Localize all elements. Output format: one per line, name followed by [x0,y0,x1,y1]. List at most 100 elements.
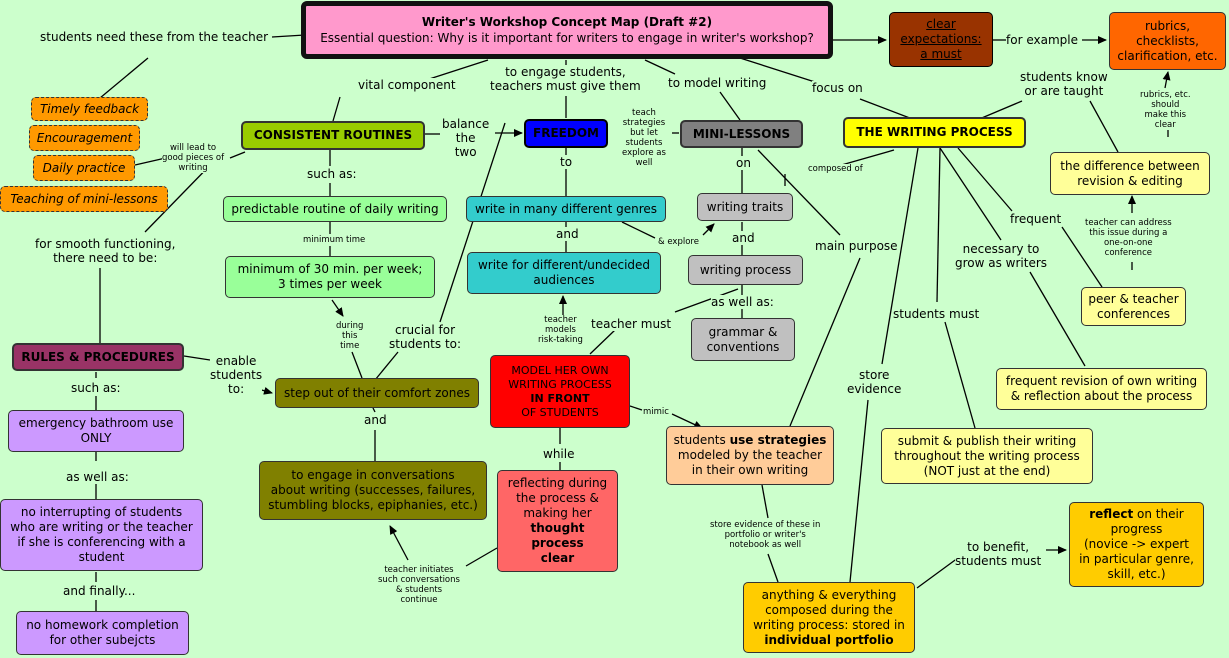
label-will-lead: will lead to good pieces of writing [162,143,225,173]
reflecting-line2: the process & [516,491,599,505]
peer-teacher-node: peer & teacher conferences [1081,287,1186,326]
grammar-line2: conventions [706,339,780,354]
rules-procedures-label: RULES & PROCEDURES [21,349,175,364]
portfolio-line3: writing process: stored in [753,617,905,632]
consistent-routines-node: CONSISTENT ROUTINES [241,121,425,150]
title-node: Writer's Workshop Concept Map (Draft #2)… [301,1,833,59]
encouragement-node: Encouragement [29,125,140,151]
rubrics-node: rubrics, checklists, clarification, etc. [1109,12,1226,70]
label-during-time: during this time [336,321,364,351]
submit-publish-line1: submit & publish their writing [897,433,1077,448]
label-teacher-models: teacher models risk-taking [538,315,583,345]
freedom-label: FREEDOM [533,126,599,140]
writing-process-sub-node: writing process [688,255,803,285]
model-node: MODEL HER OWN WRITING PROCESS IN FRONT O… [490,355,630,428]
audiences-line1: write for different/undecided [477,258,651,272]
conversations-line1: to engage in conversations [291,468,455,482]
label-as-well-as-1: as well as: [711,295,774,309]
no-interrupting-line2: who are writing or the teacher [10,520,193,534]
label-such-as-2: such as: [71,381,121,395]
label-teacher-initiates: teacher initiates such conversations & s… [378,565,460,605]
bathroom-line2: ONLY [80,431,112,445]
title-line2: Essential question: Why is it important … [320,31,814,45]
reflect-line2: progress [1110,522,1163,536]
no-homework-node: no homework completion for other subejct… [16,611,189,655]
reflecting-line1: reflecting during [507,476,608,490]
label-store-evidence: store evidence [847,368,902,396]
no-interrupting-line4: student [78,550,125,564]
label-as-well-as-2: as well as: [66,470,129,484]
bathroom-node: emergency bathroom use ONLY [8,410,184,452]
label-such-as-1: such as: [307,167,357,181]
reflecting-node: reflecting during the process & making h… [497,470,618,572]
label-need-from-teacher: students need these from the teacher [40,30,269,44]
label-teach-strategies: teach strategies but let students explor… [622,108,666,168]
title-line1: Writer's Workshop Concept Map (Draft #2) [421,15,713,29]
label-to-benefit: to benefit, students must [955,540,1042,568]
predictable-routine-label: predictable routine of daily writing [231,201,439,216]
daily-practice-node: Daily practice [33,155,135,181]
rubrics-line2: checklists, [1136,33,1199,48]
reflect-suffix: on their [1133,507,1184,521]
label-necessary: necessary to grow as writers [955,242,1048,270]
reflecting-line3: making her [523,506,592,520]
label-to-model-writing: to model writing [668,76,767,90]
minimum-30-line2: 3 times per week [278,277,382,291]
step-out-label: step out of their comfort zones [284,385,470,400]
label-teacher-must: teacher must [591,317,672,331]
rubrics-line1: rubrics, [1144,18,1191,33]
label-on: on [736,156,751,170]
use-strategies-node: students use strategies modeled by the t… [666,426,834,485]
grammar-line1: grammar & [708,324,778,339]
predictable-routine-node: predictable routine of daily writing [223,196,447,222]
reflect-node: reflect on their progress (novice -> exp… [1069,502,1204,587]
label-explore: & explore [658,237,699,247]
step-out-node: step out of their comfort zones [275,378,479,408]
use-strategies-line3: in their own writing [691,463,809,477]
portfolio-line4: individual portfolio [764,632,894,647]
frequent-revision-line2: & reflection about the process [1010,389,1193,403]
clear-expectations-node: clear expectations: a must [889,12,993,67]
teaching-mini-lessons-node: Teaching of mini-lessons [0,186,168,212]
writing-traits-label: writing traits [706,199,784,214]
label-and-3: and [364,413,387,427]
writing-process-main-node: THE WRITING PROCESS [843,117,1026,148]
use-strategies-line1: students use strategies [674,433,827,448]
reflect-line4: in particular genre, [1079,552,1194,566]
minimum-30-line1: minimum of 30 min. per week; [237,262,423,276]
label-vital-component: vital component [358,78,456,92]
clear-expectations-line2: expectations: [900,32,982,46]
genres-node: write in many different genres [466,196,666,222]
model-line4: OF STUDENTS [521,405,599,419]
mini-lessons-node: MINI-LESSONS [680,120,803,148]
label-store-these: store evidence of these in portfolio or … [710,520,821,550]
submit-publish-line3: (NOT just at the end) [923,463,1051,478]
use-strategies-bold: use strategies [729,433,827,447]
portfolio-line1: anything & everything [761,587,897,602]
bathroom-line1: emergency bathroom use [18,416,174,430]
label-main-purpose: main purpose [815,239,898,253]
reflect-line5: skill, etc.) [1107,567,1166,581]
consistent-routines-label: CONSISTENT ROUTINES [253,128,413,142]
minimum-30-node: minimum of 30 min. per week; 3 times per… [225,256,435,298]
label-smooth: for smooth functioning, there need to be… [35,237,176,265]
reflecting-line4: thought [530,521,585,535]
peer-teacher-line2: conferences [1096,306,1171,321]
label-know-taught: students know or are taught [1020,70,1108,98]
label-students-must-1: students must [893,307,980,321]
audiences-node: write for different/undecided audiences [467,252,661,294]
genres-label: write in many different genres [475,201,657,216]
label-and-finally: and finally... [63,584,136,598]
timely-feedback-node: Timely feedback [31,97,148,121]
writing-process-main-label: THE WRITING PROCESS [856,125,1013,139]
daily-practice-label: Daily practice [42,160,126,175]
encouragement-label: Encouragement [36,130,133,145]
rules-procedures-node: RULES & PROCEDURES [12,343,184,371]
reflect-line3: (novice -> expert [1084,537,1189,551]
no-interrupting-line1: no interrupting of students [20,505,183,519]
use-strategies-line2: modeled by the teacher [677,448,823,462]
difference-line2: revision & editing [1077,173,1183,188]
conversations-node: to engage in conversations about writing… [259,461,487,520]
label-for-example: for example [1006,33,1078,47]
label-focus-on: focus on [812,81,863,95]
